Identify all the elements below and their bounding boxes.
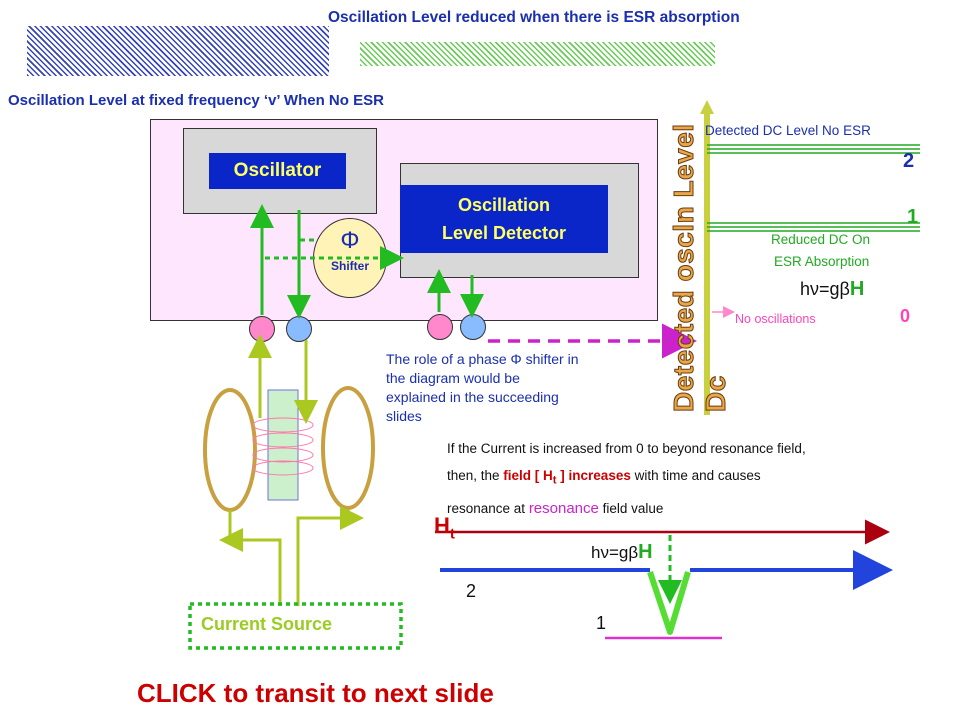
reduced-dc-label-1: Reduced DC On <box>771 232 871 247</box>
detected-dc-no-esr: Detected DC Level No ESR <box>705 123 871 138</box>
connector-blue-right <box>460 314 486 340</box>
sample-coil <box>252 417 314 476</box>
no-oscillations-label: No oscillations <box>735 312 816 326</box>
current-source-label: Current Source <box>201 614 333 634</box>
resonance-equation: hν=gβH <box>800 278 864 301</box>
sample-tube <box>267 389 299 501</box>
esr-wave-pattern <box>360 42 715 66</box>
current-note: If the Current is increased from 0 to be… <box>447 435 806 522</box>
oscillator-label: Oscillator <box>209 153 346 189</box>
connector-pink-right <box>427 314 453 340</box>
resonance-eq-prefix: hν=gβ <box>800 279 850 299</box>
note-field: field [ H <box>503 468 553 483</box>
level-1-label: 1 <box>907 206 919 228</box>
ht-label: Ht <box>434 513 455 542</box>
bottom-eq-prefix: hν=gβ <box>591 543 639 562</box>
bottom-equation: hν=gβH <box>591 541 653 564</box>
level-0-label: 0 <box>900 306 911 326</box>
bottom-level-2: 2 <box>466 581 477 601</box>
current-note-line-3: resonance at resonance field value <box>447 495 806 522</box>
note-line-1: The role of a phase Φ shifter in <box>386 351 579 367</box>
oscillator-arrows <box>250 204 484 319</box>
reduced-dc-label-2: ESR Absorption <box>774 254 870 269</box>
note-line-2: the diagram would be <box>386 370 520 386</box>
level-2-lines <box>707 144 920 154</box>
next-slide-link[interactable]: CLICK to transit to next slide <box>137 678 494 708</box>
shifter-label: Shifter <box>330 259 369 273</box>
ht-h: H <box>434 513 450 538</box>
note-res-at: resonance at <box>447 500 529 516</box>
resonance-eq-h: H <box>849 278 865 300</box>
top-title: Oscillation Level reduced when there is … <box>328 9 740 26</box>
ht-sub: t <box>449 525 455 543</box>
oscillator-text: Oscillator <box>233 160 322 181</box>
note-resonance: resonance <box>528 499 599 517</box>
connector-blue-left <box>286 316 312 342</box>
note-then: then, the <box>447 468 504 483</box>
current-note-line-2: then, the field [ Ht ] increases with ti… <box>447 462 806 495</box>
phase-shifter-note: The role of a phase Φ shifter in the dia… <box>386 350 579 426</box>
note-field-value: field value <box>598 500 664 516</box>
note-line-3: explained in the succeeding <box>386 389 559 405</box>
detector-text-2: Level Detector <box>441 223 567 243</box>
note-rest: with time and causes <box>630 468 761 483</box>
bottom-eq-h: H <box>638 541 653 563</box>
no-esr-wave-pattern <box>27 26 329 76</box>
level-1-lines <box>707 222 920 232</box>
wires <box>219 334 364 606</box>
note-field-sub: t <box>552 474 557 487</box>
note-line-4: slides <box>386 408 422 424</box>
absorption-dip <box>647 571 691 635</box>
bottom-level-1: 1 <box>596 613 607 633</box>
note-increases: ] increases <box>556 468 631 483</box>
vertical-axis-label: Detected oscln Level Dc <box>668 123 732 413</box>
detector-label: Oscillation Level Detector <box>400 185 608 253</box>
level-2-label: 2 <box>903 150 915 172</box>
detector-text-1: Oscillation <box>457 195 551 215</box>
current-source-box <box>188 602 403 650</box>
current-note-line-1: If the Current is increased from 0 to be… <box>447 441 806 456</box>
phi-symbol: Φ <box>340 227 360 254</box>
left-title: Oscillation Level at fixed frequency ‘v’… <box>8 92 384 109</box>
